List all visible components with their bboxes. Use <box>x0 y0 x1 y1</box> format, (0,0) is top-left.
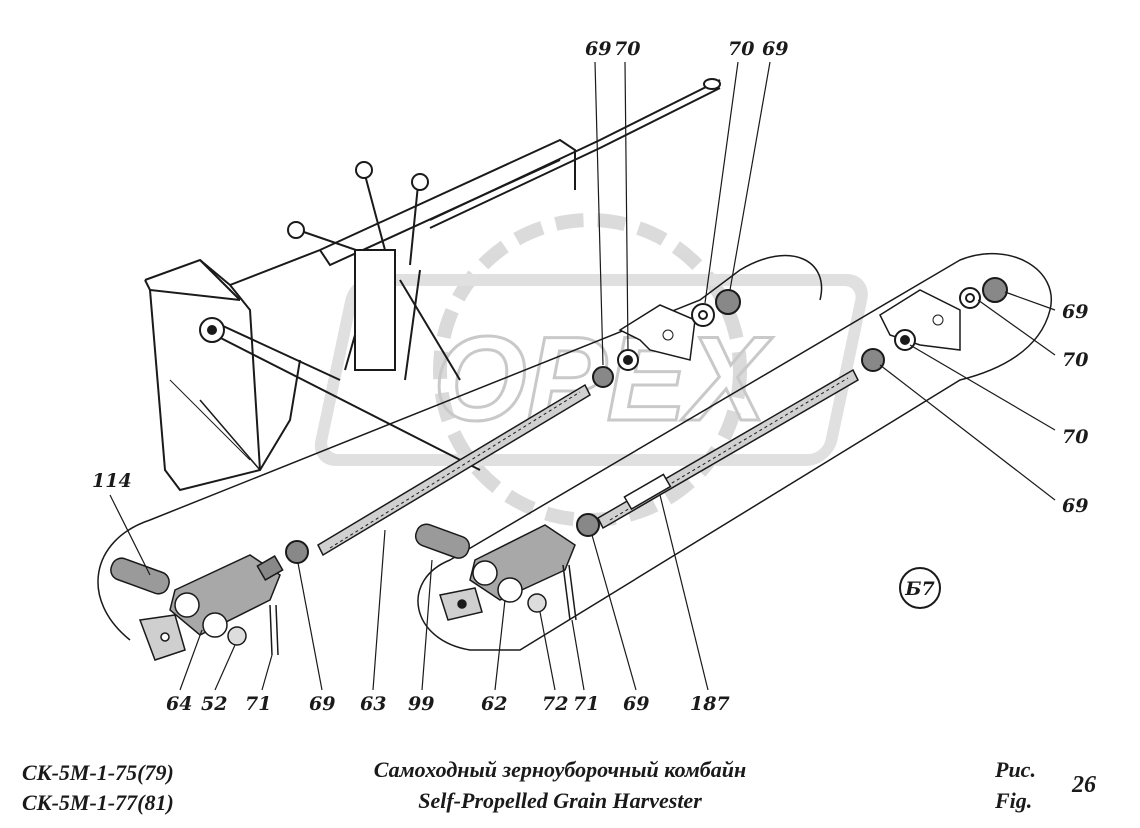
callout-69-bottom-a: 69 <box>309 693 335 715</box>
callout-72: 72 <box>542 693 568 715</box>
callout-187: 187 <box>690 693 730 715</box>
clevis-group-right <box>414 523 577 621</box>
callout-71-a: 71 <box>245 693 271 715</box>
callout-numbers: 69 70 70 69 69 70 70 69 114 64 52 71 69 … <box>92 38 1088 715</box>
callout-62: 62 <box>481 693 507 715</box>
callout-71-b: 71 <box>573 693 599 715</box>
callout-69-bottom-b: 69 <box>623 693 649 715</box>
figure-label-russian: Рис. <box>995 757 1036 782</box>
title-russian: Самоходный зерноуборочный комбайн <box>373 757 747 782</box>
callout-70-right-a: 70 <box>1062 349 1088 371</box>
opex-watermark: OPEX <box>314 213 868 527</box>
callout-114: 114 <box>92 470 132 492</box>
figure-label-english: Fig. <box>995 788 1033 813</box>
angle-bracket-right <box>879 289 961 351</box>
leader-lines <box>109 61 1056 691</box>
svg-text:Б7: Б7 <box>904 578 934 600</box>
callout-69-right-b: 69 <box>1062 495 1088 517</box>
zone-marker: Б7 <box>899 567 941 609</box>
model-line-2: СК-5М-1-77(81) <box>22 790 174 815</box>
threaded-rod-187 <box>597 368 859 530</box>
detail-outline-right <box>417 252 1053 651</box>
threaded-rod-63 <box>317 383 591 557</box>
callout-70-top-a: 70 <box>614 38 640 60</box>
callout-70-top-b: 70 <box>728 38 754 60</box>
clevis-group-left <box>110 554 284 661</box>
model-line-1: СК-5М-1-75(79) <box>22 760 174 785</box>
title-english: Self-Propelled Grain Harvester <box>418 788 702 813</box>
callout-64: 64 <box>166 693 192 715</box>
callout-52: 52 <box>201 693 227 715</box>
callout-99: 99 <box>408 693 434 715</box>
detail-outline-left <box>97 254 823 641</box>
callout-70-right-b: 70 <box>1062 426 1088 448</box>
callout-69-top-b: 69 <box>762 38 788 60</box>
callout-63: 63 <box>360 693 386 715</box>
figure-number: 26 <box>1072 772 1096 798</box>
angle-bracket-top <box>618 304 696 361</box>
callout-69-top-a: 69 <box>585 38 611 60</box>
frame-body <box>144 78 721 492</box>
callout-69-right-a: 69 <box>1062 301 1088 323</box>
